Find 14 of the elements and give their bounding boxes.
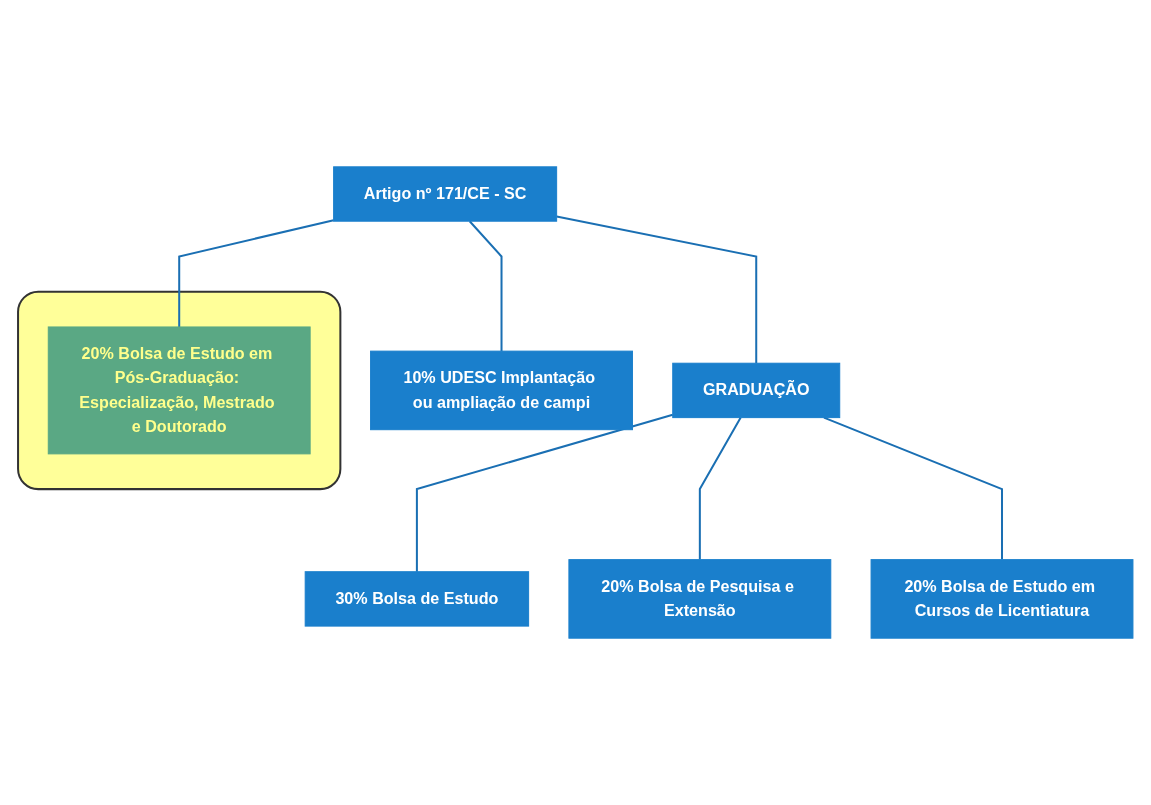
connector: [823, 416, 1003, 560]
connector: [556, 215, 758, 364]
node-box: 10% UDESC Implantação ou ampliação de campi: [370, 350, 633, 431]
connector: [468, 220, 503, 352]
cluster: [17, 290, 342, 491]
node-box: 20% Bolsa de Estudo em Pós-Graduação: Especialização, Mestrado e Doutorado: [47, 326, 311, 455]
node-box: 20% Bolsa de Pesquisa e Extensão: [568, 559, 832, 639]
node-box: 30% Bolsa de Estudo: [304, 571, 530, 627]
connector: [415, 413, 674, 572]
connector: [178, 219, 334, 327]
node-box: Artigo nº 171/CE - SC: [333, 166, 558, 222]
node-box: GRADUAÇÃO: [672, 362, 841, 419]
node-box: 20% Bolsa de Estudo em Cursos de Licentiatura: [870, 559, 1134, 639]
connector: [698, 417, 742, 560]
